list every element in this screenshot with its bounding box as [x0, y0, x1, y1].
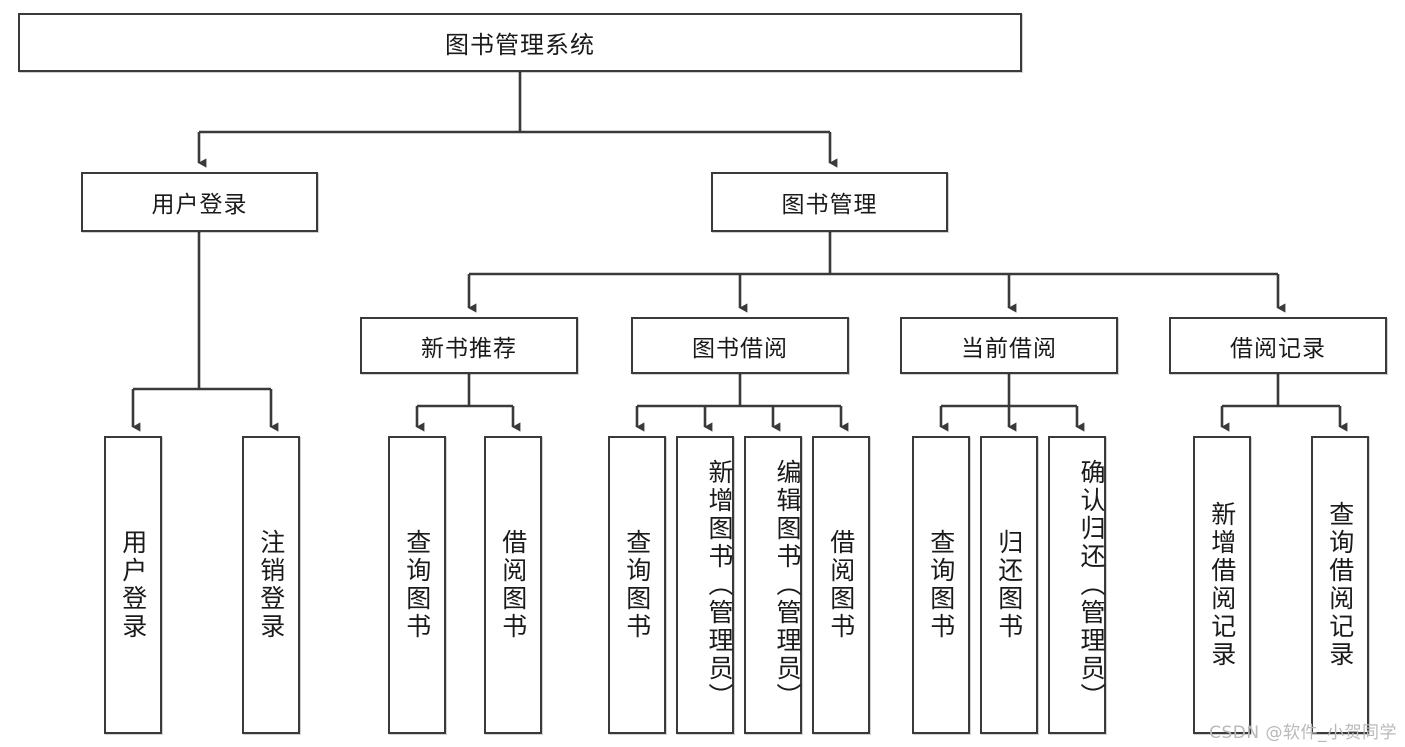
leaf-current-confirm-return-admin[interactable]: 确认归还（管理员）	[1048, 436, 1106, 734]
leaf-borrow-query-book[interactable]: 查询图书	[608, 436, 666, 734]
node-book-borrow[interactable]: 图书借阅	[631, 317, 849, 374]
leaf-record-add-record[interactable]: 新增借阅记录	[1193, 436, 1251, 734]
leaf-recommend-query-book[interactable]: 查询图书	[388, 436, 446, 734]
leaf-current-query-book[interactable]: 查询图书	[912, 436, 970, 734]
node-new-book-recommend[interactable]: 新书推荐	[360, 317, 578, 374]
leaf-current-return-book[interactable]: 归还图书	[980, 436, 1038, 734]
leaf-record-query-record[interactable]: 查询借阅记录	[1311, 436, 1369, 734]
node-book-management[interactable]: 图书管理	[711, 172, 948, 232]
leaf-borrow-add-book-admin[interactable]: 新增图书（管理员）	[676, 436, 734, 734]
leaf-borrow-edit-book-admin[interactable]: 编辑图书（管理员）	[744, 436, 802, 734]
node-borrow-record[interactable]: 借阅记录	[1169, 317, 1387, 374]
leaf-borrow-borrow-book[interactable]: 借阅图书	[812, 436, 870, 734]
leaf-recommend-borrow-book[interactable]: 借阅图书	[484, 436, 542, 734]
node-user-login[interactable]: 用户登录	[81, 172, 318, 232]
leaf-user-login-logout[interactable]: 注销登录	[242, 436, 300, 734]
node-current-borrow[interactable]: 当前借阅	[900, 317, 1118, 374]
leaf-user-login-login[interactable]: 用户登录	[104, 436, 162, 734]
csdn-watermark: CSDN @软件_小贺同学	[1209, 723, 1397, 743]
node-root-system[interactable]: 图书管理系统	[18, 13, 1022, 72]
